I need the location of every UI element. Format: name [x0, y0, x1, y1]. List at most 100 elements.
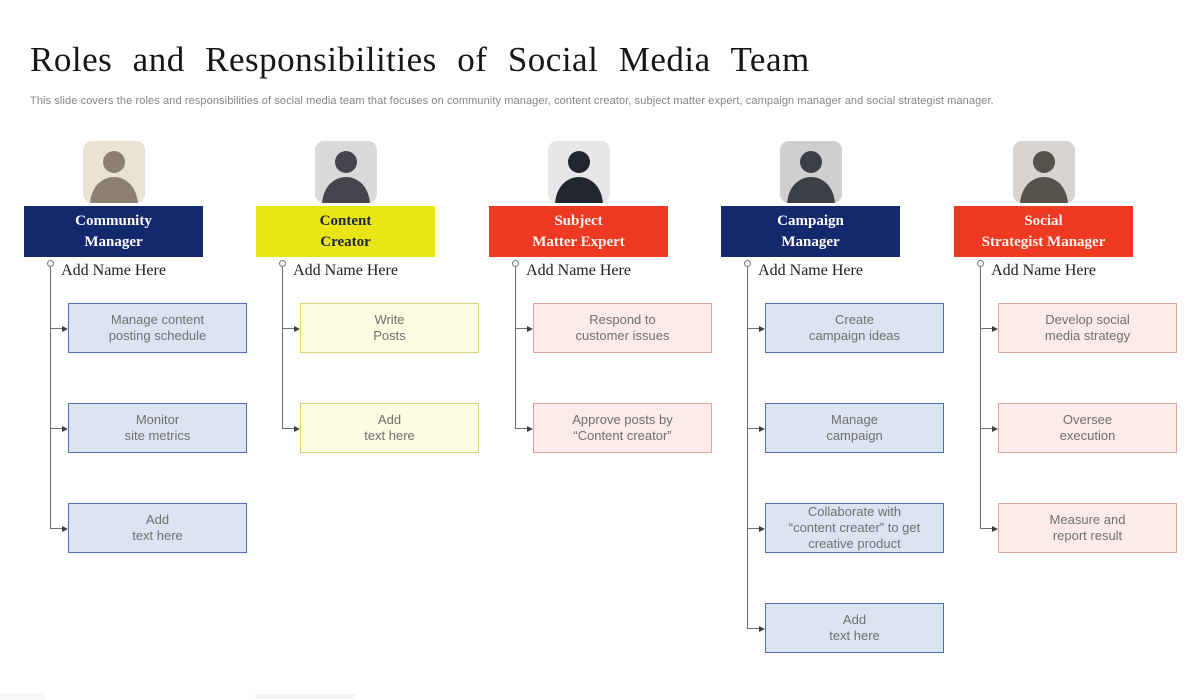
person-silhouette-icon	[1019, 151, 1068, 203]
slide-subtitle: This slide covers the roles and responsi…	[30, 95, 994, 107]
branch-arrowhead-icon	[992, 425, 998, 432]
connector-branch	[747, 428, 760, 429]
task-text-line: Collaborate with	[807, 504, 902, 519]
task-text-line: site metrics	[124, 428, 191, 443]
task-text-line: Develop social	[1045, 312, 1130, 327]
name-placeholder-social-strategist-manager: Add Name Here	[991, 262, 1096, 279]
branch-arrowhead-icon	[527, 325, 533, 332]
person-silhouette-icon	[786, 151, 835, 203]
task-text-line: Write	[374, 312, 405, 327]
connector-vline	[747, 267, 748, 628]
role-header-line: Matter Expert	[532, 233, 625, 250]
role-header-line: Manager	[84, 233, 143, 250]
branch-arrowhead-icon	[759, 425, 765, 432]
name-placeholder-content-creator: Add Name Here	[293, 262, 398, 279]
task-text-line: Respond to	[589, 312, 656, 327]
profile-photo-social-strategist-manager	[1012, 141, 1075, 203]
branch-arrowhead-icon	[294, 325, 300, 332]
slide-title: Roles and Responsibilities of Social Med…	[30, 40, 810, 79]
task-text-line: Measure and	[1049, 512, 1126, 527]
branch-arrowhead-icon	[759, 625, 765, 632]
task-text-line: text here	[829, 628, 880, 643]
profile-photo-campaign-manager	[779, 141, 842, 203]
task-text-line: Manage content	[110, 312, 205, 327]
name-placeholder-campaign-manager: Add Name Here	[758, 262, 863, 279]
role-header-line: Subject	[554, 212, 603, 229]
connector-circle	[743, 260, 751, 267]
task-text-line: “Content creator”	[573, 428, 672, 443]
task-text-line: Manage	[831, 412, 878, 427]
branch-arrowhead-icon	[62, 525, 68, 532]
connector-branch	[747, 328, 760, 329]
connector-circle	[278, 260, 286, 267]
task-text-line: Oversee	[1062, 412, 1113, 427]
connector-vline	[282, 267, 283, 428]
task-text-line: text here	[132, 528, 183, 543]
branch-arrowhead-icon	[62, 325, 68, 332]
connector-branch	[282, 328, 295, 329]
role-header-line: Creator	[320, 233, 371, 250]
task-text-line: report result	[1052, 528, 1123, 543]
role-header-line: Social	[1024, 212, 1063, 229]
connector-branch	[50, 328, 63, 329]
connector-vline	[50, 267, 51, 528]
person-silhouette-icon	[321, 151, 370, 203]
branch-arrowhead-icon	[62, 425, 68, 432]
branch-arrowhead-icon	[759, 325, 765, 332]
connector-branch	[282, 428, 295, 429]
footer-decoration-bar	[255, 694, 355, 699]
task-text-line: “content creater” to get	[788, 520, 921, 535]
connector-branch	[50, 428, 63, 429]
connector-vline	[980, 267, 981, 528]
task-text-line: media strategy	[1044, 328, 1131, 343]
task-text-line: creative product	[808, 536, 901, 551]
task-text-line: text here	[364, 428, 415, 443]
profile-photo-subject-matter-expert	[547, 141, 610, 203]
task-box-campaign-manager-3: Collaborate with“content creater” to get…	[765, 503, 944, 553]
task-text-line: Add	[842, 612, 867, 627]
task-text-line: Monitor	[135, 412, 180, 427]
connector-branch	[980, 528, 993, 529]
task-text-line: campaign	[826, 428, 883, 443]
role-header-line: Strategist Manager	[981, 233, 1106, 250]
task-text-line: execution	[1059, 428, 1116, 443]
role-header-line: Campaign	[777, 212, 844, 229]
connector-branch	[747, 628, 760, 629]
person-silhouette-icon	[554, 151, 603, 203]
connector-vline	[515, 267, 516, 428]
branch-arrowhead-icon	[759, 525, 765, 532]
name-placeholder-subject-matter-expert: Add Name Here	[526, 262, 631, 279]
task-text-line: Approve posts by	[572, 412, 673, 427]
task-text-line: posting schedule	[108, 328, 207, 343]
connector-branch	[515, 428, 528, 429]
task-text-line: Add	[377, 412, 402, 427]
branch-arrowhead-icon	[294, 425, 300, 432]
profile-photo-community-manager	[82, 141, 145, 203]
footer-decoration-corner	[0, 693, 45, 700]
branch-arrowhead-icon	[992, 525, 998, 532]
branch-arrowhead-icon	[527, 425, 533, 432]
task-text-line: Posts	[373, 328, 406, 343]
role-header-line: Manager	[781, 233, 840, 250]
role-header-line: Content	[319, 212, 372, 229]
connector-branch	[50, 528, 63, 529]
task-text-line: Create	[834, 312, 875, 327]
connector-circle	[976, 260, 984, 267]
connector-branch	[980, 428, 993, 429]
